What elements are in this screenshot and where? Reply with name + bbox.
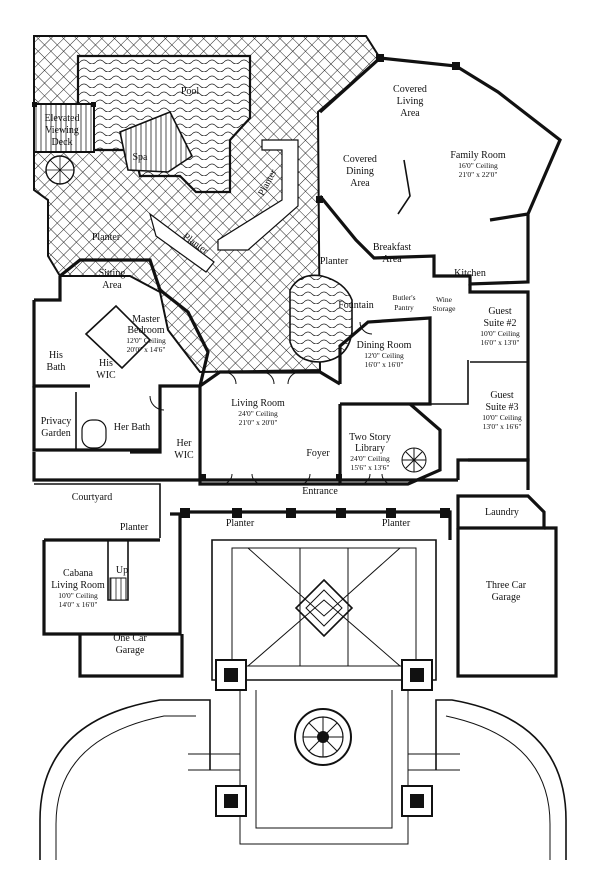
one-car-garage-label: Garage — [116, 645, 145, 656]
three-car-garage-label: Three Car — [486, 580, 527, 591]
courtyard-label: Courtyard — [72, 492, 113, 503]
planter-top-left-label: Planter — [92, 232, 121, 243]
spiral-stair — [401, 447, 427, 473]
library-size: 15'6" x 13'6" — [351, 463, 390, 472]
cabana-stair — [109, 577, 127, 601]
his-bath-label: His — [49, 350, 63, 361]
cabana-size: 14'0" x 16'0" — [59, 600, 98, 609]
her-bath-label: Her Bath — [114, 422, 150, 433]
guest-suite-2-label: Guest — [488, 306, 512, 317]
one-car-garage-label: One Car — [113, 633, 147, 644]
dining-room-size: 16'0" x 16'0" — [365, 360, 404, 369]
master-bedroom-label: Master — [132, 314, 160, 325]
house-walls — [32, 56, 562, 678]
butlers-pantry-label: Pantry — [394, 303, 414, 312]
door-arcs — [149, 321, 393, 485]
three-car-garage-label: Garage — [492, 592, 521, 603]
her-wic-label: Her — [177, 438, 193, 449]
guest-suite-3-ceiling: 10'0" Ceiling — [482, 413, 522, 422]
guest-suite-2-ceiling: 10'0" Ceiling — [480, 329, 520, 338]
covered-living-label: Living — [397, 96, 424, 107]
sitting-area-label: Area — [102, 280, 122, 291]
master-bedroom-label: Bedroom — [127, 325, 164, 336]
covered-living-label: Area — [400, 108, 420, 119]
living-room-size: 21'0" x 20'0" — [239, 418, 278, 427]
breakfast-label: Area — [382, 254, 402, 265]
master-bedroom-size: 20'0" x 14'6" — [127, 345, 166, 354]
pool-label: Pool — [181, 86, 200, 97]
wine-storage-label: Wine — [436, 295, 453, 304]
butlers-pantry-label: Butler's — [392, 293, 415, 302]
rosette — [294, 708, 352, 766]
living-room-ceiling: 24'0" Ceiling — [238, 409, 278, 418]
breakfast-label: Breakfast — [373, 242, 412, 253]
privacy-garden-label: Garden — [41, 428, 70, 439]
family-room-size: 21'0" x 22'0" — [459, 170, 498, 179]
viewing-deck — [32, 102, 96, 185]
foyer-label: Foyer — [306, 448, 330, 459]
cabana-label: Living Room — [51, 580, 105, 591]
guest-suite-3-size: 13'0" x 16'6" — [483, 422, 522, 431]
covered-dining-label: Area — [350, 178, 370, 189]
guest-suite-2-label: Suite #2 — [483, 318, 516, 329]
kitchen-label: Kitchen — [454, 268, 486, 279]
covered-dining-label: Dining — [346, 166, 374, 177]
guest-suite-3-label: Guest — [490, 390, 514, 401]
guest-suite-3-label: Suite #3 — [485, 402, 518, 413]
entrance-label: Entrance — [302, 486, 338, 497]
master-bedroom-ceiling: 12'0" Ceiling — [126, 336, 166, 345]
laundry-label: Laundry — [485, 507, 519, 518]
cabana-ceiling: 10'0" Ceiling — [58, 591, 98, 600]
planter-front-right-label: Planter — [382, 518, 411, 529]
library-ceiling: 24'0" Ceiling — [350, 454, 390, 463]
living-room-label: Living Room — [231, 398, 285, 409]
guest-suite-2-size: 16'0" x 13'0" — [481, 338, 520, 347]
spa — [119, 110, 194, 173]
dining-room-ceiling: 12'0" Ceiling — [364, 351, 404, 360]
privacy-garden-label: Privacy — [41, 416, 72, 427]
planter-cabana-label: Planter — [120, 522, 149, 533]
tub — [81, 419, 107, 449]
viewing-deck-label: Elevated — [45, 113, 80, 124]
his-wic-label: WIC — [96, 370, 116, 381]
spa-label: Spa — [133, 152, 149, 163]
her-wic-label: WIC — [174, 450, 194, 461]
viewing-deck-label: Viewing — [45, 125, 79, 136]
family-room-label: Family Room — [450, 150, 506, 161]
library-label: Two Story — [349, 432, 391, 443]
fountain-label: Fountain — [338, 300, 374, 311]
planter-strip-diagonal — [148, 139, 299, 273]
covered-living-label: Covered — [393, 84, 427, 95]
family-room-ceiling: 16'0" Ceiling — [458, 161, 498, 170]
library-label: Library — [355, 443, 385, 454]
planter-center-label: Planter — [320, 256, 349, 267]
sitting-area-label: Sitting — [99, 268, 126, 279]
cabana-label: Cabana — [63, 568, 94, 579]
dining-room-label: Dining Room — [357, 340, 412, 351]
covered-dining-label: Covered — [343, 154, 377, 165]
motor-court-pads — [215, 659, 433, 817]
viewing-deck-label: Deck — [51, 137, 72, 148]
wine-storage-label: Storage — [433, 304, 457, 313]
fountain — [289, 274, 353, 363]
room-labels: Pool Spa Elevated Viewing Deck Covered L… — [41, 84, 527, 656]
his-bath-label: Bath — [47, 362, 66, 373]
his-wic-label: His — [99, 358, 113, 369]
entrance-columns — [180, 54, 460, 518]
planter-front-left-label: Planter — [226, 518, 255, 529]
up-label: Up — [116, 565, 128, 576]
